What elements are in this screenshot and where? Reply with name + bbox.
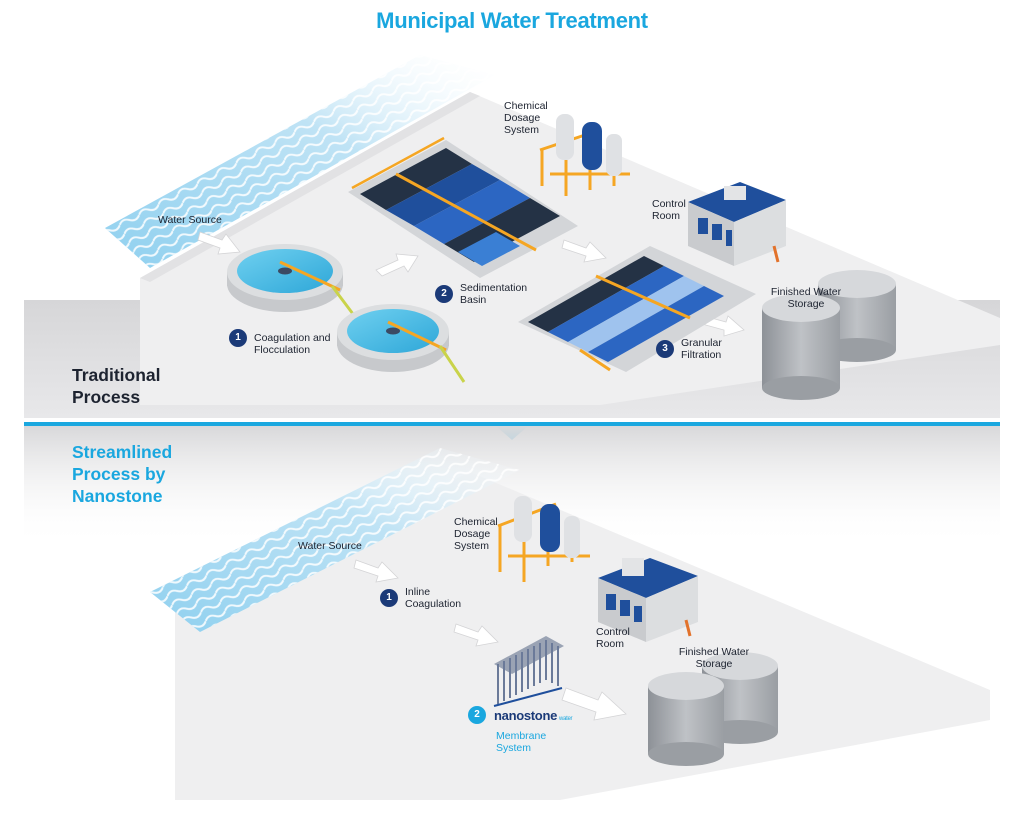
streamlined-heading-line: Nanostone	[72, 486, 163, 506]
label-line: Chemical	[454, 516, 498, 528]
flow-arrows-bottom	[353, 559, 627, 721]
label-line: Coagulation and	[254, 332, 331, 344]
label-line: Sedimentation	[460, 282, 528, 294]
label-line: System	[454, 540, 490, 552]
label-line: Storage	[787, 298, 825, 310]
membrane-system	[493, 636, 564, 707]
step-label-sedimentation: Sedimentation Basin	[460, 282, 527, 306]
label-line: Inline	[405, 586, 431, 598]
chemical-dosage-unit-top	[539, 114, 630, 196]
granular-filtration	[518, 246, 756, 372]
traditional-heading-line: Traditional	[72, 365, 161, 385]
chemical-dosage-label-top: Chemical Dosage System	[504, 100, 548, 136]
storage-label-bottom: Finished Water Storage	[674, 646, 754, 670]
arrow-icon	[701, 315, 745, 337]
brand-suffix: water	[559, 716, 573, 722]
label-line: Room	[652, 210, 681, 222]
control-room-bottom	[598, 558, 698, 642]
streamlined-heading: Streamlined Process by Nanostone	[72, 441, 172, 507]
step-number-badge: 1	[229, 329, 247, 347]
label-line: Granular	[681, 337, 722, 349]
traditional-heading-line: Process	[72, 387, 141, 407]
water-source-label-bottom: Water Source	[298, 540, 362, 552]
step-label-membrane: Membrane System	[496, 730, 546, 754]
label-line: Dosage	[454, 528, 491, 540]
step-number-badge: 2	[468, 706, 486, 724]
arrow-icon	[353, 559, 399, 583]
arrow-icon	[197, 231, 241, 255]
step-label-coagulation: Coagulation and Flocculation	[254, 332, 330, 356]
label-line: Control	[652, 198, 686, 210]
sedimentation-basin	[348, 136, 578, 278]
label-line: Dosage	[504, 112, 541, 124]
streamlined-platform	[175, 472, 990, 800]
step-label-inline-coagulation: Inline Coagulation	[405, 586, 461, 610]
flow-arrows-top	[197, 231, 745, 337]
storage-tanks-top	[762, 270, 896, 400]
brand-name: nanostone	[494, 708, 558, 723]
label-line: Control	[596, 626, 630, 638]
step-number-badge: 2	[435, 285, 453, 303]
traditional-heading: Traditional Process	[72, 364, 160, 408]
control-room-label-top: Control Room	[652, 198, 686, 222]
arrow-icon	[453, 623, 499, 647]
water-source-label-top: Water Source	[158, 214, 222, 226]
label-line: System	[504, 124, 540, 136]
label-line: Membrane	[496, 730, 547, 742]
storage-label-top: Finished Water Storage	[766, 286, 846, 310]
label-line: Room	[596, 638, 625, 650]
label-line: Flocculation	[254, 344, 311, 356]
label-line: Basin	[460, 294, 487, 306]
streamlined-heading-line: Streamlined	[72, 442, 173, 462]
chemical-dosage-unit-bottom	[497, 496, 590, 582]
coagulation-pool-2	[337, 304, 466, 383]
label-line: Storage	[695, 658, 733, 670]
label-line: Finished Water	[678, 646, 750, 658]
step-number-badge: 3	[656, 340, 674, 358]
streamlined-heading-line: Process by	[72, 464, 166, 484]
step-number-badge: 1	[380, 589, 398, 607]
control-room-label-bottom: Control Room	[596, 626, 630, 650]
arrow-icon	[375, 253, 419, 277]
label-line: Coagulation	[405, 598, 462, 610]
section-divider	[24, 422, 1000, 426]
control-room-top	[688, 182, 786, 266]
arrow-icon	[561, 687, 627, 721]
storage-tanks-bottom	[648, 652, 778, 766]
chemical-dosage-label-bottom: Chemical Dosage System	[454, 516, 498, 552]
page-title: Municipal Water Treatment	[376, 8, 648, 33]
arrow-icon	[561, 239, 607, 263]
label-line: Filtration	[681, 349, 722, 361]
label-line: Finished Water	[770, 286, 842, 298]
label-line: System	[496, 742, 532, 754]
step-label-filtration: Granular Filtration	[681, 337, 722, 361]
coagulation-pool-1	[227, 244, 358, 319]
label-line: Chemical	[504, 100, 548, 112]
